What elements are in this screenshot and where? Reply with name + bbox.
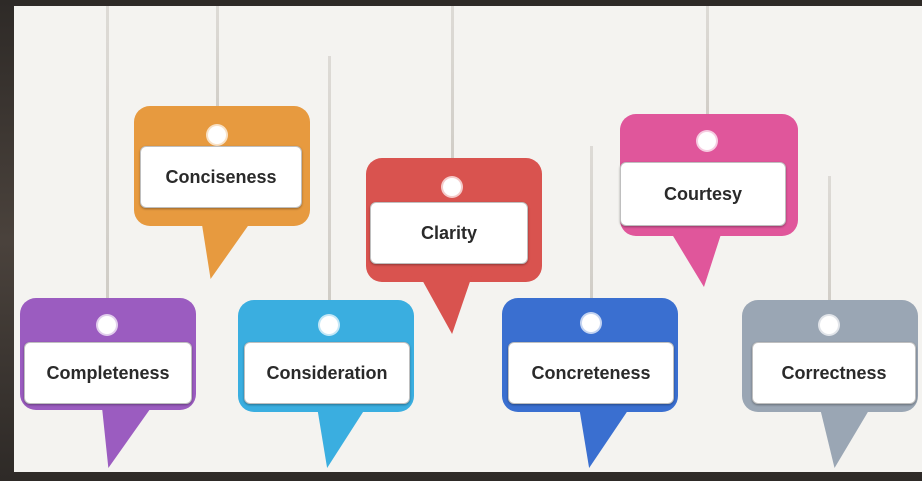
- bubble-tail: [419, 276, 481, 334]
- tag-label-consideration: Consideration: [244, 342, 410, 404]
- bubble-tail: [561, 406, 631, 468]
- hang-hole: [443, 178, 461, 196]
- tag-label-completeness: Completeness: [24, 342, 192, 404]
- illustration-board: Conciseness Clarity Courtesy Completenes…: [14, 6, 922, 472]
- bubble-tail: [182, 221, 252, 279]
- bubble-tail: [78, 404, 154, 468]
- hang-hole: [698, 132, 716, 150]
- hang-hole: [820, 316, 838, 334]
- bubble-tail: [299, 406, 367, 468]
- hanging-string: [828, 176, 831, 328]
- hanging-string: [216, 6, 219, 134]
- hanging-string: [106, 6, 109, 326]
- tag-label-conciseness: Conciseness: [140, 146, 302, 208]
- hang-hole: [208, 126, 226, 144]
- tag-label-correctness: Correctness: [752, 342, 916, 404]
- bubble-tail: [670, 231, 734, 287]
- tag-label-courtesy: Courtesy: [620, 162, 786, 226]
- hang-hole: [98, 316, 116, 334]
- hanging-string: [706, 6, 709, 138]
- hang-hole: [320, 316, 338, 334]
- hang-hole: [582, 314, 600, 332]
- hanging-string: [328, 56, 331, 328]
- hanging-string: [590, 146, 593, 326]
- tag-label-concreteness: Concreteness: [508, 342, 674, 404]
- bubble-tail: [808, 406, 872, 468]
- tag-label-clarity: Clarity: [370, 202, 528, 264]
- hanging-string: [451, 6, 454, 186]
